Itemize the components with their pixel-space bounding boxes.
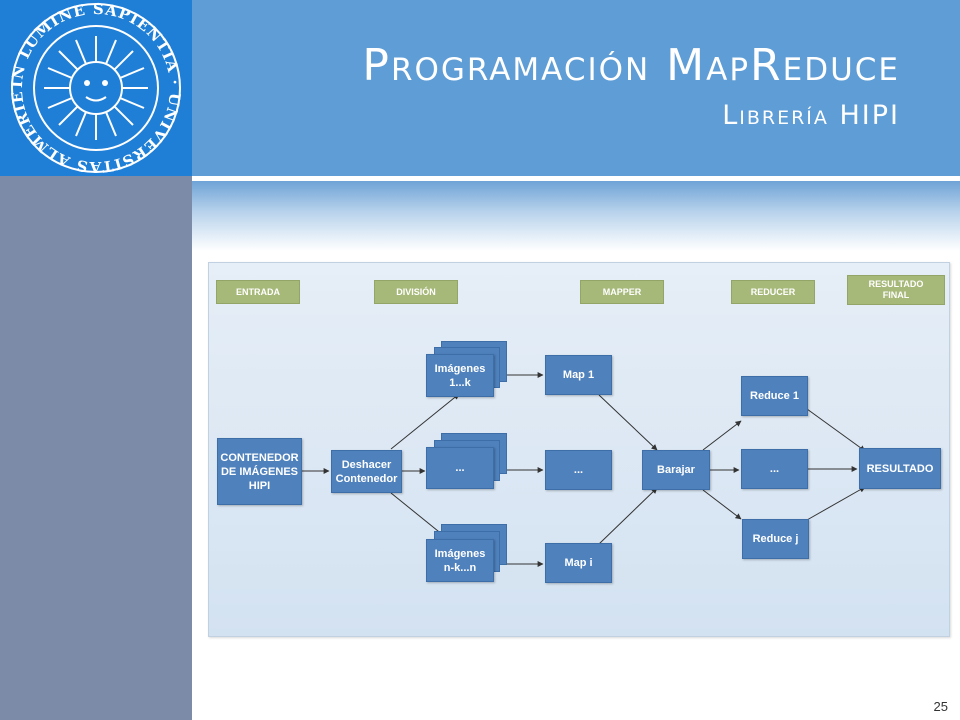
header-divider (192, 176, 960, 181)
page-number: 25 (933, 699, 948, 714)
university-logo: IN LUMINE SAPIENTIA · UNIVERSITAS ALMERI… (0, 0, 192, 176)
node-imagenes-n-k-n: Imágenes n-k...n (426, 539, 494, 582)
node-deshacer-contenedor: Deshacer Contenedor (331, 450, 402, 493)
node-imagenes-ellipsis: ... (426, 447, 494, 489)
diagram-connectors (302, 372, 866, 567)
mapreduce-diagram: ENTRADA DIVISIÓN MAPPER REDUCER RESULTAD… (208, 262, 950, 637)
university-seal-icon: IN LUMINE SAPIENTIA · UNIVERSITAS ALMERI… (0, 0, 183, 176)
stage-resultado-final: RESULTADO FINAL (847, 275, 945, 305)
node-barajar: Barajar (642, 450, 710, 490)
node-resultado: RESULTADO (859, 448, 941, 489)
stage-mapper: MAPPER (580, 280, 664, 304)
header-gradient (192, 181, 960, 251)
node-contenedor-imagenes: CONTENEDOR DE IMÁGENES HIPI (217, 438, 302, 505)
node-reduce-ellipsis: ... (741, 449, 808, 489)
node-reduce-j: Reduce j (742, 519, 809, 559)
slide-subtitle: Librería HIPI (722, 100, 900, 131)
stage-entrada: ENTRADA (216, 280, 300, 304)
node-imagenes-1-k: Imágenes 1...k (426, 354, 494, 397)
node-reduce-1: Reduce 1 (741, 376, 808, 416)
slide-title: Programación MapReduce (362, 40, 900, 91)
slide-header: Programación MapReduce Librería HIPI (192, 0, 960, 176)
stage-reducer: REDUCER (731, 280, 815, 304)
left-side-strip (0, 176, 192, 720)
node-map-1: Map 1 (545, 355, 612, 395)
node-map-ellipsis: ... (545, 450, 612, 490)
node-map-i: Map i (545, 543, 612, 583)
stage-division: DIVISIÓN (374, 280, 458, 304)
